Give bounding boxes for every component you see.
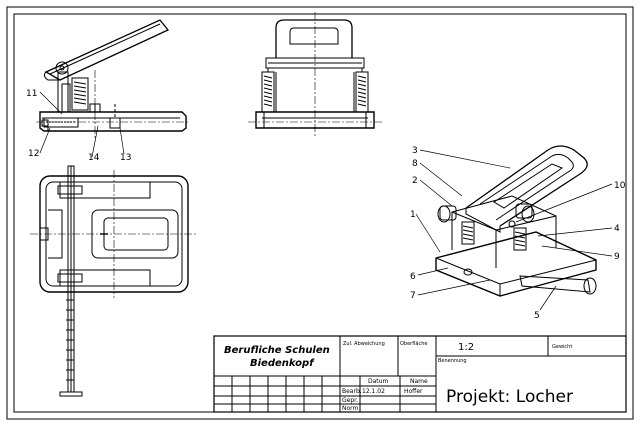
side-view-leaders <box>39 91 125 158</box>
part-number-12: 12 <box>28 149 39 159</box>
front-view <box>248 12 382 136</box>
part-number-6: 6 <box>410 272 416 282</box>
isometric-view <box>415 145 613 311</box>
part-number-4: 4 <box>614 224 620 234</box>
part-number-5: 5 <box>534 311 540 321</box>
part-number-10: 10 <box>614 181 626 191</box>
project-title: Projekt: Locher <box>446 387 573 407</box>
header-name: Name <box>410 378 428 385</box>
school-name-line1: Berufliche Schulen <box>224 345 330 356</box>
bearb-date: 12.1.02 <box>362 388 385 395</box>
part-number-11: 11 <box>26 89 37 99</box>
row-gepr: Gepr. <box>342 397 358 404</box>
header-benennung: Benennung <box>438 358 467 364</box>
part-number-1: 1 <box>410 210 416 220</box>
part-number-14: 14 <box>88 153 100 163</box>
scale-value: 1:2 <box>458 342 474 353</box>
top-view <box>30 165 196 397</box>
school-name-line2: Biedenkopf <box>250 358 315 369</box>
header-gewicht: Gewicht <box>552 344 572 350</box>
outer-border <box>6 6 634 420</box>
header-oberflaeche: Oberfläche <box>400 341 427 347</box>
side-view <box>36 19 190 140</box>
part-number-9: 9 <box>614 252 620 262</box>
part-number-3: 3 <box>412 146 418 156</box>
part-number-2: 2 <box>412 176 418 186</box>
bearb-name: Hoffer <box>404 388 423 395</box>
header-datum: Datum <box>368 378 388 385</box>
header-zul-abweichung: Zul. Abweichung <box>343 341 385 347</box>
row-bearb: Bearb. <box>342 388 362 395</box>
part-number-8: 8 <box>412 159 418 169</box>
title-block <box>213 335 627 413</box>
part-number-13: 13 <box>120 153 131 163</box>
row-norm: Norm <box>342 405 359 412</box>
part-number-7: 7 <box>410 291 416 301</box>
